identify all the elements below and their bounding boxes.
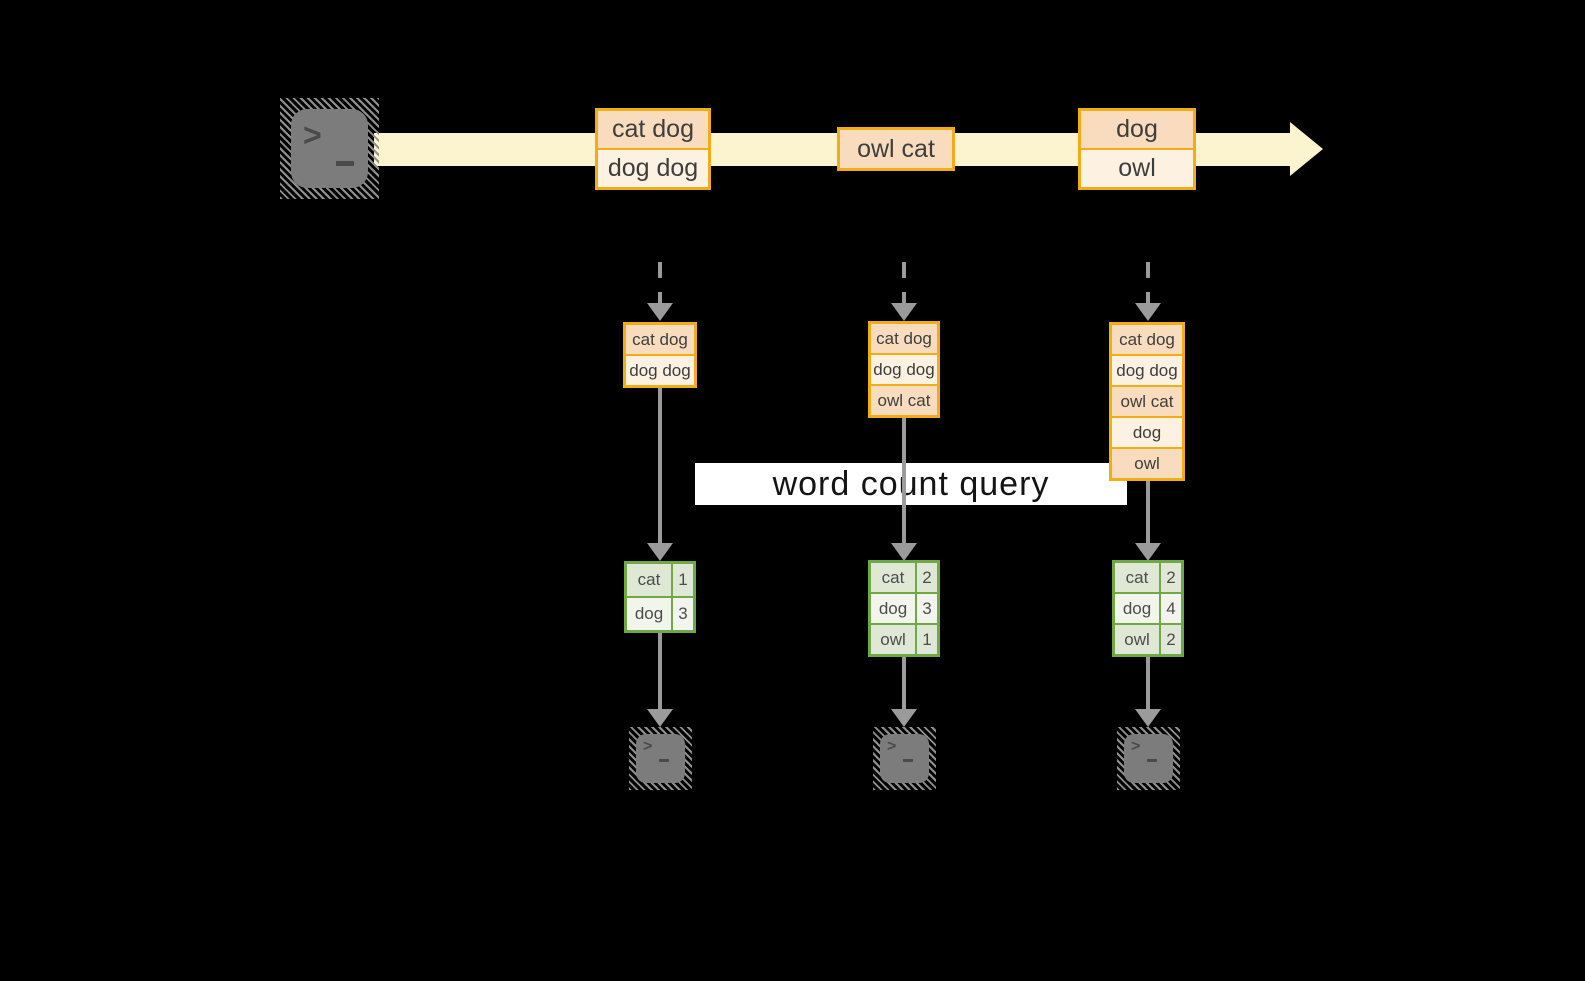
dashed-arrowhead-icon	[647, 303, 673, 321]
input-row: cat dog	[1112, 325, 1182, 354]
wordcount-row: cat 1	[627, 564, 693, 596]
stream-event-box: cat dog dog dog	[595, 108, 711, 190]
word-cell: owl	[1115, 625, 1159, 654]
query-label: word count query	[695, 463, 1127, 505]
count-cell: 3	[917, 594, 937, 623]
count-cell: 1	[673, 564, 693, 596]
wordcount-row: dog 3	[871, 594, 937, 623]
flow-line	[658, 633, 662, 711]
stream-event-row: dog	[1081, 111, 1193, 148]
wordcount-row: cat 2	[1115, 563, 1181, 592]
dashed-arrow	[902, 262, 906, 306]
input-row: owl	[1112, 449, 1182, 478]
input-buffer-box: cat dog dog dog owl cat dog owl	[1109, 322, 1185, 481]
query-label-text: word count query	[772, 464, 1050, 503]
input-row: cat dog	[871, 324, 937, 353]
terminal-screen: >	[880, 734, 929, 783]
terminal-screen: >	[1124, 734, 1173, 783]
input-row: dog dog	[626, 356, 694, 385]
prompt-chevron-icon: >	[1131, 738, 1141, 755]
count-cell: 2	[917, 563, 937, 592]
count-cell: 3	[673, 598, 693, 630]
flow-arrowhead-icon	[647, 543, 673, 561]
output-terminal-icon: >	[629, 727, 692, 790]
input-row: dog	[1112, 418, 1182, 447]
word-cell: dog	[627, 598, 671, 630]
wordcount-table: cat 2 dog 3 owl 1	[868, 560, 940, 657]
stream-event-box: owl cat	[837, 127, 955, 171]
dashed-arrowhead-icon	[1135, 303, 1161, 321]
flow-arrowhead-icon	[1135, 709, 1161, 727]
dashed-arrow	[658, 262, 662, 306]
prompt-chevron-icon: >	[887, 738, 897, 755]
stream-arrowhead-icon	[1290, 122, 1323, 176]
input-buffer-box: cat dog dog dog owl cat	[868, 321, 940, 418]
input-row: owl cat	[1112, 387, 1182, 416]
count-cell: 2	[1161, 625, 1181, 654]
output-terminal-icon: >	[1117, 727, 1180, 790]
count-cell: 1	[917, 625, 937, 654]
wordcount-row: dog 3	[627, 598, 693, 630]
count-cell: 4	[1161, 594, 1181, 623]
wordcount-table: cat 1 dog 3	[624, 561, 696, 633]
wordcount-row: dog 4	[1115, 594, 1181, 623]
output-terminal-icon: >	[873, 727, 936, 790]
prompt-cursor-icon	[659, 759, 669, 762]
dashed-arrow	[1146, 262, 1150, 306]
flow-line	[658, 388, 662, 544]
word-cell: cat	[1115, 563, 1159, 592]
dashed-arrowhead-icon	[891, 303, 917, 321]
word-cell: cat	[871, 563, 915, 592]
count-cell: 2	[1161, 563, 1181, 592]
flow-arrowhead-icon	[1135, 543, 1161, 561]
input-row: cat dog	[626, 325, 694, 354]
flow-line	[902, 418, 906, 544]
input-row: owl cat	[871, 386, 937, 415]
flow-line	[902, 657, 906, 711]
word-cell: cat	[627, 564, 671, 596]
wordcount-row: cat 2	[871, 563, 937, 592]
flow-arrowhead-icon	[891, 543, 917, 561]
stream-event-row: owl cat	[840, 130, 952, 168]
stream-event-row: cat dog	[598, 111, 708, 148]
word-cell: dog	[871, 594, 915, 623]
terminal-screen: >	[291, 109, 368, 188]
source-terminal-icon: >	[280, 98, 379, 199]
prompt-chevron-icon: >	[643, 738, 653, 755]
input-row: dog dog	[871, 355, 937, 384]
word-cell: owl	[871, 625, 915, 654]
prompt-cursor-icon	[1147, 759, 1157, 762]
flow-arrowhead-icon	[647, 709, 673, 727]
terminal-screen: >	[636, 734, 685, 783]
input-row: dog dog	[1112, 356, 1182, 385]
prompt-cursor-icon	[903, 759, 913, 762]
flow-line	[1146, 657, 1150, 711]
prompt-cursor-icon	[336, 161, 354, 166]
wordcount-row: owl 1	[871, 625, 937, 654]
wordcount-row: owl 2	[1115, 625, 1181, 654]
prompt-chevron-icon: >	[303, 117, 322, 153]
wordcount-table: cat 2 dog 4 owl 2	[1112, 560, 1184, 657]
stream-event-row: owl	[1081, 150, 1193, 187]
input-buffer-box: cat dog dog dog	[623, 322, 697, 388]
stream-event-row: dog dog	[598, 150, 708, 187]
flow-arrowhead-icon	[891, 709, 917, 727]
word-cell: dog	[1115, 594, 1159, 623]
flow-line	[1146, 481, 1150, 544]
stream-event-box: dog owl	[1078, 108, 1196, 190]
